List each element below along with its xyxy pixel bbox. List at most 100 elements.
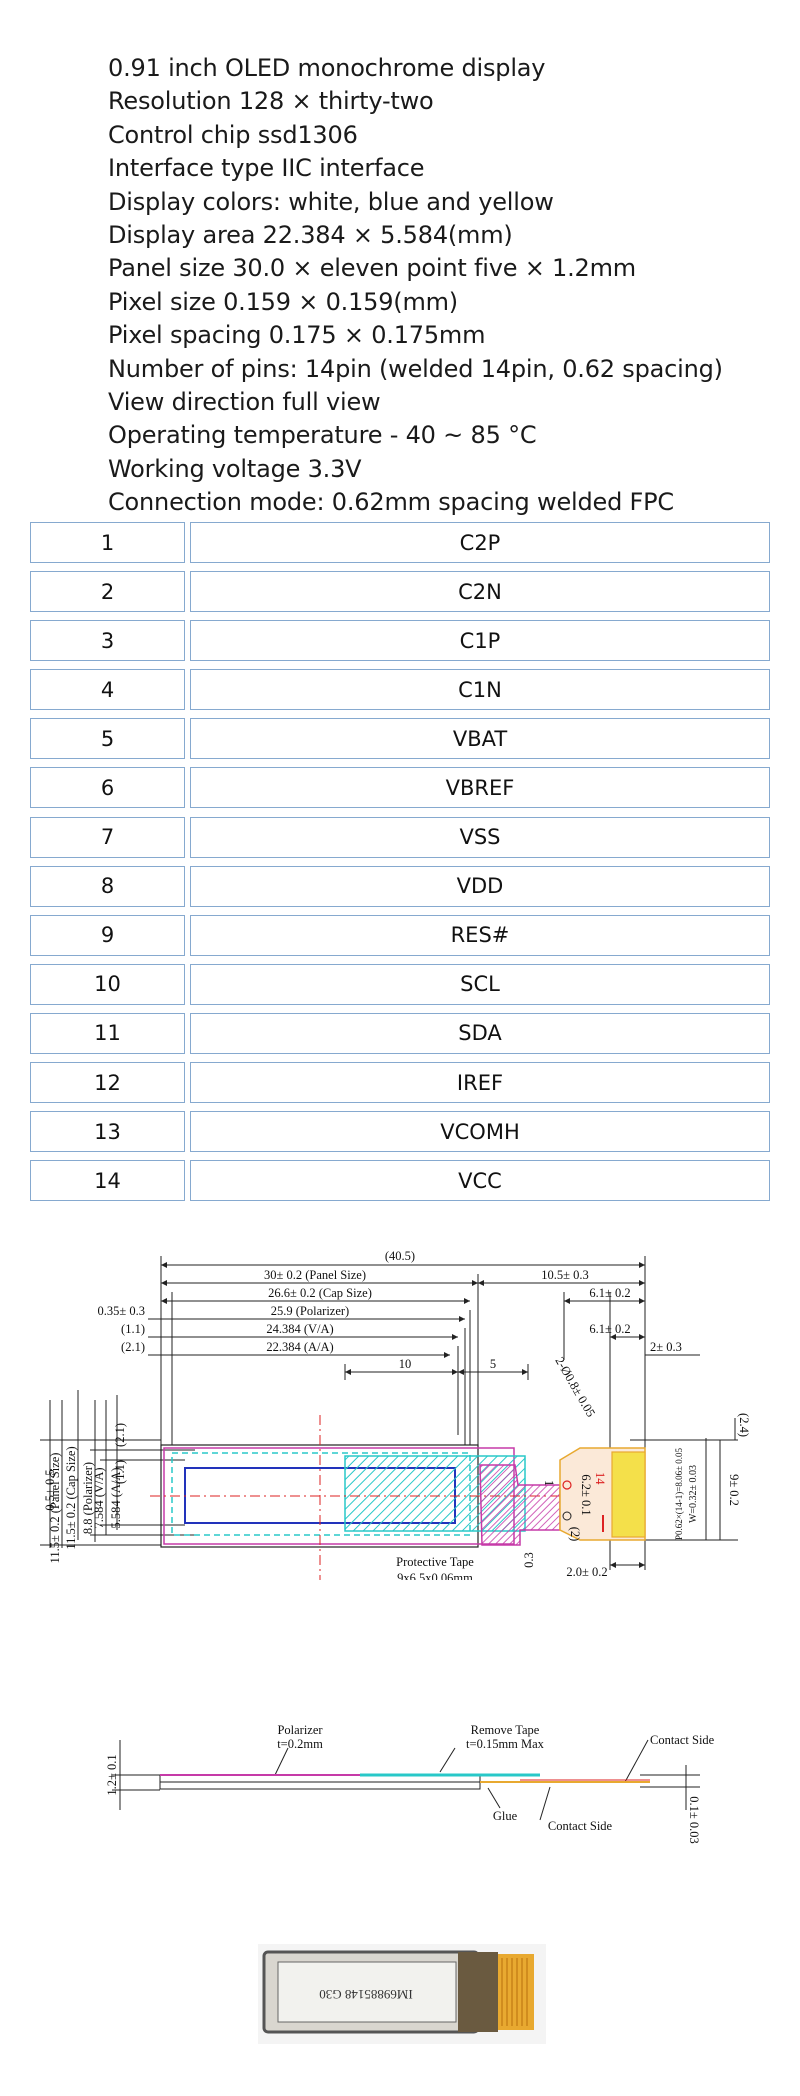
dim-6-2: 6.2± 0.1 <box>579 1474 593 1515</box>
pin-name: IREF <box>190 1062 770 1104</box>
pin-name: VCC <box>190 1160 770 1202</box>
dim-2-4: (2.4) <box>737 1413 751 1437</box>
module-marking: IM69885148 G30 <box>319 1987 413 2002</box>
pin-name: C2N <box>190 571 770 613</box>
dim-w: W=0.32± 0.03 <box>688 1465 699 1523</box>
polarizer-thickness: t=0.2mm <box>277 1737 323 1751</box>
pin-number: 13 <box>30 1111 185 1153</box>
fpc-thickness: 0.1± 0.03 <box>687 1796 701 1844</box>
dimension-drawing-side: 1.2± 0.1 Polarizer t=0.2mm Remove Tape t… <box>105 1723 715 1844</box>
pin-name: VBREF <box>190 767 770 809</box>
pin-first-label: 1 <box>542 1480 556 1486</box>
dim-1-1: (1.1) <box>121 1322 145 1336</box>
dim-fpc: 10.5± 0.3 <box>541 1268 589 1282</box>
pin-name: SDA <box>190 1012 770 1054</box>
thickness-label: 1.2± 0.1 <box>105 1754 119 1795</box>
pin-number: 7 <box>30 816 185 858</box>
spec-line: 0.91 inch OLED monochrome display <box>108 54 546 82</box>
spec-line: Interface type IIC interface <box>108 154 425 183</box>
pin-name: VSS <box>190 816 770 858</box>
protective-tape-size: 9x6.5x0.06mm <box>397 1571 473 1580</box>
pin-number: 4 <box>30 669 185 711</box>
module-photo: IM69885148 G30 <box>258 1944 546 2044</box>
polarizer-label: Polarizer <box>277 1723 323 1737</box>
pin-number: 6 <box>30 767 185 809</box>
spec-line: Pixel size 0.159 × 0.159(mm) <box>108 287 458 316</box>
dim-va-h: 7.584 (V/A) <box>92 1467 106 1528</box>
pin-number: 12 <box>30 1062 185 1104</box>
spec-line: Operating temperature - 40 ~ 85 °C <box>108 421 537 450</box>
dim-1-1-v: (1.1) <box>113 1460 127 1484</box>
pin-name: SCL <box>190 963 770 1005</box>
dimension-drawing-front: (40.5) 30± 0.2 (Panel Size) 10.5± 0.3 26… <box>40 1249 751 1580</box>
spec-line: Working voltage 3.3V <box>108 454 362 483</box>
pin-number: 10 <box>30 963 185 1005</box>
dim-cap: 26.6± 0.2 (Cap Size) <box>268 1286 372 1300</box>
spec-line: Display colors: white, blue and yellow <box>108 187 554 216</box>
dim-0-5: 0.5± 0.5 <box>43 1469 57 1510</box>
dim-cap-h: 11.5± 0.2 (Cap Size) <box>64 1446 78 1549</box>
dim-2-1-v: (2.1) <box>113 1423 127 1447</box>
pin-number: 9 <box>30 914 185 956</box>
pin-last-label: 14 <box>593 1472 607 1485</box>
pin-name: VBAT <box>190 718 770 760</box>
dim-5: 5 <box>490 1357 496 1371</box>
pin-number: 14 <box>30 1160 185 1202</box>
remove-tape-label: Remove Tape <box>471 1723 540 1737</box>
glue-label: Glue <box>493 1809 518 1823</box>
spec-line: Panel size 30.0 × eleven point five × 1.… <box>108 254 636 283</box>
dim-total: (40.5) <box>385 1249 415 1263</box>
dim-va-w: 24.384 (V/A) <box>266 1322 333 1336</box>
pin-name: VDD <box>190 865 770 907</box>
dim-polarizer-w: 25.9 (Polarizer) <box>271 1304 349 1318</box>
remove-tape-thickness: t=0.15mm Max <box>466 1737 545 1751</box>
spec-line: View direction full view <box>108 387 381 416</box>
dim-0-35: 0.35± 0.3 <box>98 1304 146 1318</box>
pin-number: 2 <box>30 571 185 613</box>
spec-line: Pixel spacing 0.175 × 0.175mm <box>108 321 486 350</box>
contact-side-top: Contact Side <box>650 1733 715 1747</box>
pin-name: C2P <box>190 522 770 563</box>
pin-number: 5 <box>30 718 185 760</box>
dim-9: 9± 0.2 <box>727 1474 741 1506</box>
spec-line: Connection mode: 0.62mm spacing welded F… <box>108 488 674 517</box>
pin-number: 8 <box>30 865 185 907</box>
dim-pol-h: 8.8 (Polarizer) <box>81 1462 95 1534</box>
spec-line: Resolution 128 × thirty-two <box>108 87 434 116</box>
dim-2-paren: (2) <box>568 1527 582 1542</box>
spec-line: Control chip ssd1306 <box>108 120 358 149</box>
pin-number: 11 <box>30 1012 185 1054</box>
spec-line: Number of pins: 14pin (welded 14pin, 0.6… <box>108 354 723 383</box>
contact-side-bottom: Contact Side <box>548 1819 613 1833</box>
dim-2: 2± 0.3 <box>650 1340 682 1354</box>
dim-aa-h: 5.584 (A/A) <box>109 1467 123 1528</box>
dim-2-0: 2.0± 0.2 <box>566 1565 607 1579</box>
dim-2-1: (2.1) <box>121 1340 145 1354</box>
pin-number: 3 <box>30 620 185 662</box>
dim-10: 10 <box>399 1357 412 1371</box>
dim-panel-h: 11.5± 0.2 (Panel Size) <box>48 1453 62 1564</box>
dim-aa-w: 22.384 (A/A) <box>266 1340 333 1354</box>
spec-line: Display area 22.384 × 5.584(mm) <box>108 220 513 249</box>
pin-name: C1N <box>190 669 770 711</box>
pin-name: RES# <box>190 914 770 956</box>
dim-6-1-b: 6.1± 0.2 <box>589 1322 630 1336</box>
dim-panel: 30± 0.2 (Panel Size) <box>264 1268 366 1282</box>
pin-name: C1P <box>190 620 770 662</box>
pin-number: 1 <box>30 522 185 563</box>
